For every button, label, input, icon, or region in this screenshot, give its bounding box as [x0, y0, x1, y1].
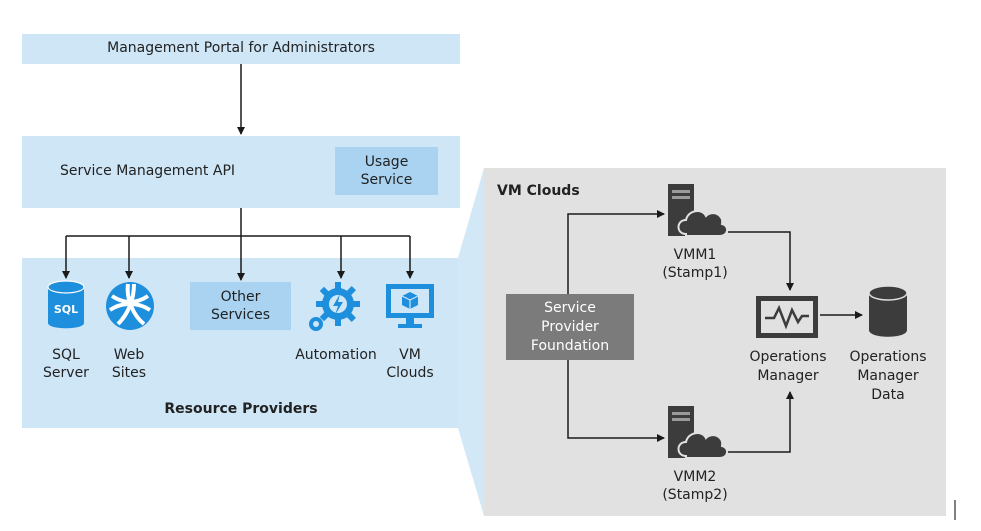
sql-label-line1: SQL	[52, 347, 80, 363]
usage-service-line2: Service	[360, 172, 413, 188]
sql-database-icon: SQL	[47, 280, 85, 329]
vmm2-server-cloud-icon	[668, 406, 728, 459]
vm-clouds-label-line1: VM	[399, 347, 421, 363]
vm-clouds-panel-title: VM Clouds	[497, 183, 580, 199]
usage-service-line1: Usage	[364, 154, 409, 170]
automation-gear-icon	[309, 282, 360, 331]
spf-line2: Provider	[541, 319, 599, 335]
vmm2-label-line2: (Stamp2)	[662, 487, 728, 503]
automation-label: Automation	[295, 347, 377, 363]
spf-line3: Foundation	[530, 338, 610, 354]
zoom-projection	[458, 168, 484, 516]
other-services-box	[190, 282, 291, 330]
arrow-vmm2-to-ops	[728, 391, 794, 453]
vmm1-label-line2: (Stamp1)	[662, 265, 728, 281]
management-portal-box	[22, 34, 460, 64]
ops-data-line2: Manager	[857, 368, 919, 384]
arrow-spf-to-vmm1	[567, 210, 665, 294]
spf-line1: Service	[544, 300, 596, 316]
sql-icon-text: SQL	[54, 303, 78, 316]
ops-data-line1: Operations	[849, 349, 927, 365]
web-label-line2: Sites	[111, 365, 147, 381]
arrow-vmm1-to-ops	[728, 231, 794, 291]
arrow-spf-to-vmm2	[567, 360, 665, 442]
resource-providers-title: Resource Providers	[164, 401, 318, 417]
other-services-line1: Other	[220, 289, 261, 305]
service-management-api-label: Service Management API	[60, 163, 236, 179]
vm-clouds-label-line2: Clouds	[386, 365, 434, 381]
management-portal-label: Management Portal for Administrators	[107, 40, 375, 56]
operations-manager-line2: Manager	[757, 368, 819, 384]
ops-data-line3: Data	[871, 387, 905, 403]
operations-manager-monitor-icon	[756, 296, 818, 338]
vmm1-server-cloud-icon	[668, 184, 728, 237]
vmm1-label-line1: VMM1	[673, 247, 717, 263]
other-services-line2: Services	[210, 307, 271, 323]
web-sites-globe-icon	[106, 282, 154, 330]
service-provider-foundation-box	[506, 294, 634, 360]
sql-label-line2: Server	[43, 365, 89, 381]
vm-clouds-monitor-icon	[386, 284, 434, 328]
vmm2-label-line1: VMM2	[673, 469, 717, 485]
operations-manager-line1: Operations	[749, 349, 827, 365]
web-label-line1: Web	[113, 347, 145, 363]
operations-manager-data-icon	[868, 285, 908, 337]
usage-service-box	[335, 147, 438, 195]
